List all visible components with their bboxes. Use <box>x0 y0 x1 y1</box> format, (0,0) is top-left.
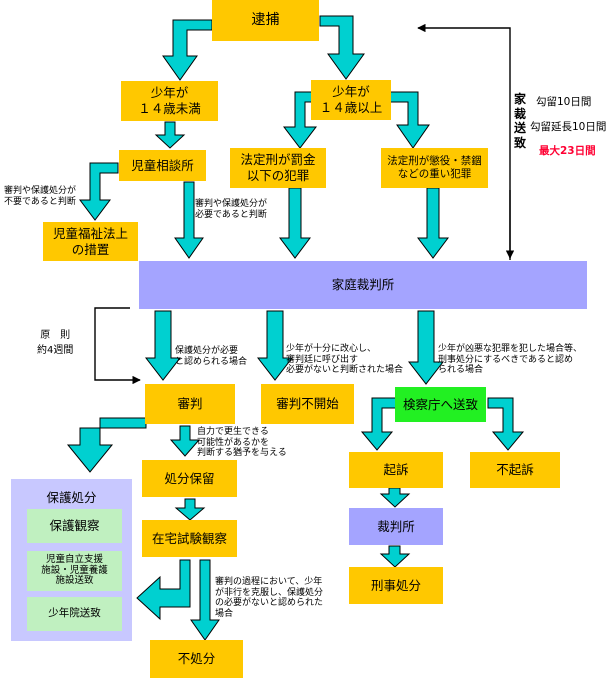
arrow-kasai-soti-up <box>417 23 511 260</box>
arrow-katei-to-fukaishi <box>256 310 294 381</box>
arrow-katei-to-kensatsu <box>407 310 445 385</box>
arrow-shinpan-to-hogo <box>66 417 147 473</box>
arrow-bakkin-to-katei <box>279 187 311 259</box>
box-taiho: 逮捕 <box>212 0 319 41</box>
arrow-jidosodanjo-to-fukushi <box>79 162 119 221</box>
note-kyoaku: 少年が凶悪な犯罪を犯した場合等、 刑事処分にするべきであると認め られる場合 <box>438 344 583 376</box>
arrow-zaitaku-to-fushobun <box>190 559 220 641</box>
arrow-saibansho-to-keiji <box>379 545 411 568</box>
arrow-over14-to-bakkin <box>282 91 318 149</box>
arrow-kensatsu-to-kiso <box>360 397 397 451</box>
arrow-shinpan-to-horyu <box>169 425 201 457</box>
hogo-shobun-title: 保護処分 <box>46 490 97 505</box>
hogo-item-shonenin: 少年院送致 <box>27 597 122 631</box>
note-kaishin: 少年が十分に改心し、 審判廷に呼び出す 必要がないと判断された場合 <box>286 344 404 376</box>
box-jido-fukushi: 児童福祉法上 の措置 <box>43 222 138 261</box>
box-shonen-14-under: 少年が １４歳未満 <box>121 81 218 121</box>
note-hogo-hitsuyo: 保護処分が必要 と認められる場合 <box>175 346 248 367</box>
box-shinpan: 審判 <box>145 384 235 424</box>
arrow-jidosodanjo-to-katei <box>174 181 204 259</box>
hogo-item-hogo-kansatsu: 保護観察 <box>27 509 122 543</box>
box-saibansho: 裁判所 <box>349 508 443 545</box>
box-kensatsu-soti: 検察庁へ送致 <box>395 387 486 422</box>
arrow-zaitaku-to-hogo <box>136 559 191 621</box>
box-fukiso: 不起訴 <box>470 452 560 488</box>
hogo-item-jido-jiritsu: 児童自立支援 施設・児童養護 施設送致 <box>27 551 122 591</box>
arrow-taiho-to-under14 <box>162 19 213 81</box>
box-hokei-choeki: 法定刑が懲役・禁錮 などの重い犯罪 <box>381 148 488 188</box>
hogo-shobun-panel: 保護処分 保護観察 児童自立支援 施設・児童養護 施設送致 少年院送致 <box>11 479 132 641</box>
arrow-kensatsu-to-fukiso <box>487 397 525 451</box>
label-koryu: 勾留10日間 <box>536 96 592 108</box>
arrow-horyu-to-zaitaku <box>174 498 206 521</box>
label-saidai: 最大23日間 <box>539 145 596 157</box>
box-hokei-bakkin: 法定刑が罰金 以下の犯罪 <box>230 148 326 188</box>
box-shonen-14-over: 少年が １４歳以上 <box>311 80 391 120</box>
arrow-gensoku-bracket <box>94 307 141 385</box>
note-needed: 審判や保護処分が 必要であると判断 <box>195 199 268 220</box>
label-koryu-encho: 勾留延長10日間 <box>530 121 607 133</box>
label-kasai-soti: 家裁送致 <box>513 92 526 150</box>
box-fushobun: 不処分 <box>150 640 243 678</box>
arrow-taiho-to-over14 <box>319 15 365 80</box>
arrow-kiso-to-saibansho <box>379 487 411 508</box>
arrow-choeki-to-katei <box>417 187 449 259</box>
note-gensoku: 原 則 約4週間 <box>37 330 74 356</box>
box-zaitaku-shiken: 在宅試験観察 <box>142 520 237 557</box>
box-jido-sodanjo: 児童相談所 <box>119 150 206 181</box>
arrow-katei-to-shinpan <box>144 310 182 381</box>
arrow-over14-to-choeki <box>389 91 430 149</box>
box-katei-saibansho: 家庭裁判所 <box>139 261 587 309</box>
box-keiji-shobun: 刑事処分 <box>349 567 443 604</box>
note-not-needed: 審判や保護処分が 不要であると判断 <box>4 186 77 207</box>
box-shinpan-fukaishi: 審判不開始 <box>261 384 354 424</box>
box-shobun-horyu: 処分保留 <box>142 460 237 497</box>
note-jiritsu: 自力で更生できる 可能性があるかを 判断する猶予を与える <box>197 427 287 459</box>
box-kiso: 起訴 <box>349 452 443 488</box>
arrow-under14-to-jidosodanjo <box>154 121 186 149</box>
note-katei: 審判の過程において、少年 が非行を克服し、保護処分 の必要がないと認められた 場… <box>215 577 324 619</box>
